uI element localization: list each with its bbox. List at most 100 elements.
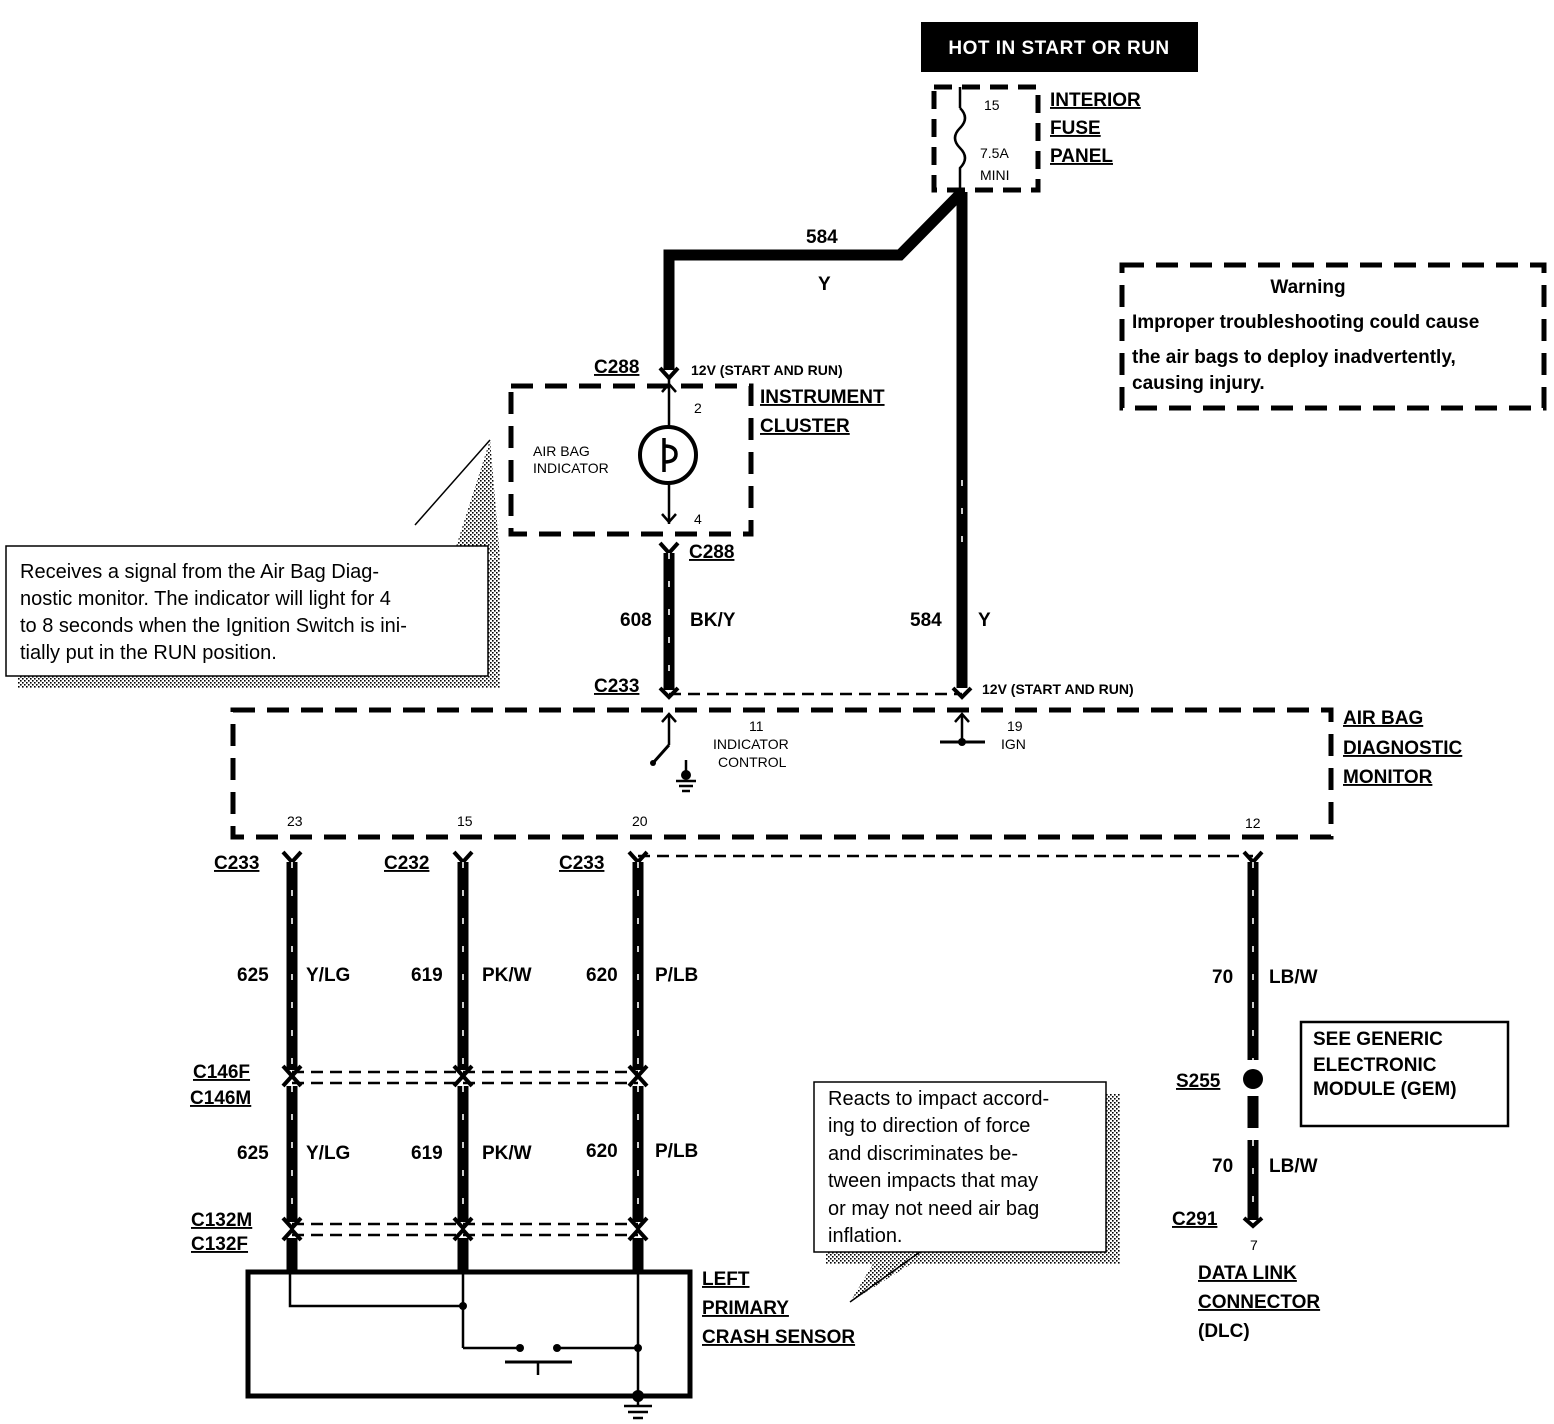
svg-text:Warning: Warning — [1270, 277, 1345, 298]
svg-text:SEE GENERIC: SEE GENERIC — [1313, 1029, 1443, 1050]
svg-text:inflation.: inflation. — [828, 1225, 903, 1247]
svg-text:tially put in the RUN position: tially put in the RUN position. — [20, 642, 277, 664]
svg-text:12V (START AND RUN): 12V (START AND RUN) — [691, 362, 843, 378]
svg-text:584: 584 — [806, 227, 838, 248]
ground-icon — [681, 770, 691, 780]
svg-text:and discriminates be-: and discriminates be- — [828, 1143, 1018, 1165]
svg-text:AIR BAG: AIR BAG — [533, 443, 590, 459]
instrument-cluster: C288 12V (START AND RUN) 2 4 AIR BAG IND… — [508, 357, 885, 563]
svg-text:or may not need air bag: or may not need air bag — [828, 1198, 1039, 1220]
svg-text:CLUSTER: CLUSTER — [760, 416, 850, 437]
svg-text:2: 2 — [694, 400, 702, 416]
svg-text:Y/LG: Y/LG — [306, 1143, 350, 1164]
svg-text:620: 620 — [586, 1141, 618, 1162]
svg-text:12V (START AND RUN): 12V (START AND RUN) — [982, 681, 1134, 697]
connector-c233-top-icon — [658, 686, 680, 700]
svg-text:BK/Y: BK/Y — [690, 610, 736, 631]
svg-text:DATA LINK: DATA LINK — [1198, 1263, 1297, 1284]
svg-text:HOT IN START OR RUN: HOT IN START OR RUN — [948, 38, 1169, 59]
svg-text:15: 15 — [457, 813, 473, 829]
warning-box: Warning Improper troubleshooting could c… — [1119, 262, 1547, 411]
svg-text:PK/W: PK/W — [482, 1143, 532, 1164]
svg-text:tween impacts that may: tween impacts that may — [828, 1170, 1038, 1192]
svg-text:11: 11 — [749, 718, 764, 734]
svg-text:DIAGNOSTIC: DIAGNOSTIC — [1343, 738, 1463, 759]
svg-text:C232: C232 — [384, 853, 429, 874]
svg-text:584: 584 — [910, 610, 942, 631]
svg-text:Receives a signal from the Air: Receives a signal from the Air Bag Diag- — [20, 561, 379, 583]
svg-text:PANEL: PANEL — [1050, 146, 1113, 167]
svg-text:FUSE: FUSE — [1050, 118, 1101, 139]
svg-text:ing to direction of force: ing to direction of force — [828, 1115, 1030, 1137]
svg-text:(DLC): (DLC) — [1198, 1321, 1250, 1342]
svg-text:INTERIOR: INTERIOR — [1050, 90, 1141, 111]
air-bag-indicator-lamp-icon — [638, 425, 698, 485]
svg-text:70: 70 — [1212, 1156, 1233, 1177]
splice-s255-icon — [1243, 1069, 1263, 1089]
svg-text:Y/LG: Y/LG — [306, 965, 350, 986]
wire-608: 608 BK/Y — [620, 553, 736, 690]
svg-text:70: 70 — [1212, 967, 1233, 988]
svg-text:C233: C233 — [559, 853, 604, 874]
svg-text:7: 7 — [1250, 1237, 1258, 1253]
svg-text:C288: C288 — [594, 357, 639, 378]
svg-text:7.5A: 7.5A — [980, 145, 1009, 161]
connector-c291-icon — [1242, 1216, 1264, 1229]
svg-text:Y: Y — [978, 610, 991, 631]
svg-text:C233: C233 — [214, 853, 259, 874]
svg-text:Reacts to impact accord-: Reacts to impact accord- — [828, 1088, 1049, 1110]
svg-text:15: 15 — [984, 97, 1000, 113]
svg-text:625: 625 — [237, 1143, 269, 1164]
svg-text:the air bags to deploy inadver: the air bags to deploy inadvertently, — [1132, 347, 1456, 368]
svg-text:IGN: IGN — [1001, 736, 1026, 752]
svg-text:causing injury.: causing injury. — [1132, 373, 1265, 394]
svg-text:C146F: C146F — [193, 1062, 250, 1083]
connector-c146: C146F C146M — [190, 1062, 649, 1109]
svg-text:LB/W: LB/W — [1269, 967, 1318, 988]
svg-text:P/LB: P/LB — [655, 1141, 698, 1162]
svg-text:20: 20 — [632, 813, 648, 829]
svg-text:PK/W: PK/W — [482, 965, 532, 986]
svg-text:PRIMARY: PRIMARY — [702, 1298, 789, 1319]
svg-text:INSTRUMENT: INSTRUMENT — [760, 387, 885, 408]
svg-text:CONTROL: CONTROL — [718, 754, 787, 770]
connector-c132: C132M C132F — [191, 1210, 649, 1255]
svg-text:C291: C291 — [1172, 1209, 1218, 1230]
svg-text:C233: C233 — [594, 676, 639, 697]
svg-text:AIR BAG: AIR BAG — [1343, 708, 1423, 729]
svg-text:MODULE (GEM): MODULE (GEM) — [1313, 1079, 1457, 1100]
left-primary-crash-sensor: LEFT PRIMARY CRASH SENSOR — [245, 1238, 855, 1420]
svg-text:nostic monitor. The indicator: nostic monitor. The indicator will light… — [20, 588, 391, 610]
svg-text:INDICATOR: INDICATOR — [713, 736, 789, 752]
svg-text:12: 12 — [1245, 815, 1261, 831]
connector-c288-bottom-icon — [658, 541, 680, 556]
svg-text:Improper troubleshooting could: Improper troubleshooting could cause — [1132, 312, 1479, 333]
svg-text:619: 619 — [411, 1143, 443, 1164]
svg-text:19: 19 — [1007, 718, 1023, 734]
svg-text:625: 625 — [237, 965, 269, 986]
svg-text:LB/W: LB/W — [1269, 1156, 1318, 1177]
hot-in-start-or-run-header: HOT IN START OR RUN — [921, 22, 1198, 72]
svg-text:MONITOR: MONITOR — [1343, 767, 1433, 788]
svg-text:C288: C288 — [689, 542, 734, 563]
svg-text:4: 4 — [694, 511, 702, 527]
svg-text:S255: S255 — [1176, 1071, 1221, 1092]
interior-fuse-panel: 15 7.5A MINI INTERIOR FUSE PANEL — [931, 84, 1141, 193]
svg-text:23: 23 — [287, 813, 303, 829]
indicator-control-switch-icon — [651, 744, 671, 764]
callout-indicator-note: Receives a signal from the Air Bag Diag-… — [5, 439, 500, 688]
svg-text:620: 620 — [586, 965, 618, 986]
svg-text:MINI: MINI — [980, 167, 1010, 183]
lower-connector-row: C233 C232 C233 — [214, 850, 1264, 874]
svg-text:P/LB: P/LB — [655, 965, 698, 986]
wire-584-top: 584 Y — [663, 188, 966, 370]
gem-reference-box: SEE GENERIC ELECTRONIC MODULE (GEM) — [1299, 1020, 1510, 1128]
svg-text:INDICATOR: INDICATOR — [533, 460, 609, 476]
wire-70: 70 LB/W S255 70 LB/W C291 7 DATA LINK CO… — [1172, 862, 1320, 1342]
air-bag-diagnostic-monitor: C233 12V (START AND RUN) 11 INDICATOR CO… — [230, 676, 1463, 840]
wire-584-right: 584 Y — [910, 192, 991, 688]
sensor-wires-lower: 625 Y/LG 619 PK/W 620 P/LB — [237, 1086, 698, 1222]
svg-text:C146M: C146M — [190, 1088, 251, 1109]
svg-text:CONNECTOR: CONNECTOR — [1198, 1292, 1320, 1313]
